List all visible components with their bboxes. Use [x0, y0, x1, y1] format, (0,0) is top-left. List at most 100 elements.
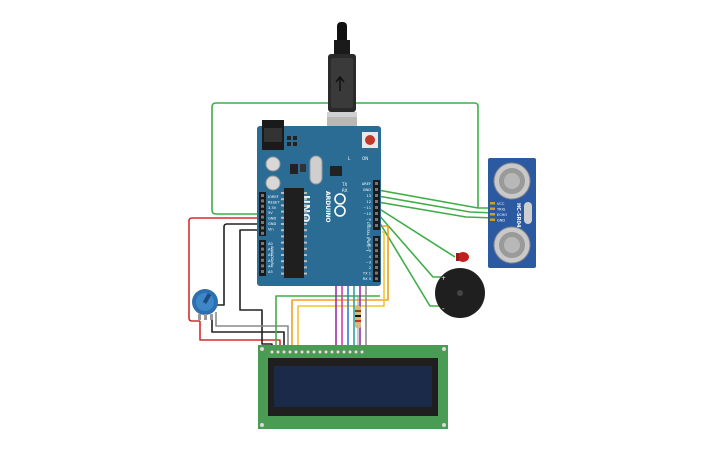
chip-pin — [281, 223, 284, 225]
header-hole — [261, 226, 264, 230]
header-hole — [261, 221, 264, 224]
lcd-pins — [270, 350, 364, 354]
header-hole — [261, 264, 264, 268]
chip-pin — [281, 235, 284, 238]
header-hole — [375, 249, 378, 253]
header-pin-holes — [261, 182, 378, 281]
lcd-pin — [360, 350, 364, 354]
pin-label: ~9 — [366, 218, 372, 222]
red-led[interactable] — [456, 252, 469, 262]
header-hole — [375, 206, 378, 209]
pin-label: GND — [268, 217, 276, 221]
lcd-pin — [348, 350, 352, 354]
lcd-16x2[interactable] — [258, 345, 448, 429]
wire-lcd-yellow — [297, 231, 385, 352]
lcd-pin — [270, 350, 274, 354]
chip-pin — [304, 210, 307, 213]
chip-pin — [304, 223, 307, 225]
header-right-top — [373, 180, 380, 230]
header-hole — [261, 258, 264, 262]
chip-pin — [304, 241, 307, 244]
analog-header-label: ANALOG IN — [270, 246, 274, 266]
lcd-pin — [306, 350, 310, 354]
piezo-buzzer[interactable]: + - — [435, 268, 485, 318]
wire-pot-wiper — [211, 318, 285, 352]
pin-label: ~11 — [363, 206, 371, 210]
lcd-pin — [282, 350, 286, 354]
wire-gnd-2 — [239, 229, 273, 352]
chip-pin — [304, 254, 307, 256]
chip-pin — [304, 247, 307, 250]
lcd-pin — [288, 350, 292, 354]
chip-pin — [304, 272, 307, 275]
pin-label: Vin — [268, 227, 274, 231]
chip-pin — [281, 254, 284, 256]
header-hole — [375, 260, 378, 264]
header-hole — [261, 247, 264, 251]
sensor-pin-label: VCC — [497, 202, 505, 206]
pin-label: ~6 — [366, 244, 372, 248]
sensor-pin — [490, 202, 495, 205]
pin-label: ~10 — [363, 212, 371, 216]
chip-pin — [304, 204, 307, 207]
pin-label: ~5 — [366, 249, 371, 253]
chip-pin — [281, 192, 284, 194]
header-hole — [375, 224, 378, 227]
lcd-pin — [312, 350, 316, 354]
sensor-crystal — [524, 202, 532, 224]
pin-label: A3 — [268, 259, 273, 263]
pin-label: A5 — [268, 270, 273, 274]
capacitor-1 — [265, 156, 281, 172]
header-hole — [375, 212, 378, 215]
chip-pin — [281, 266, 284, 269]
sensor-pin — [490, 213, 495, 216]
arduino-uno[interactable]: ARDUINO UNO TX RX L ON IOREFRESET3.3V5VG… — [257, 120, 381, 286]
label-l: L — [348, 156, 351, 161]
lcd-screen — [274, 366, 432, 407]
pin-label: GND — [268, 222, 276, 226]
wire-gnd-1 — [195, 223, 262, 306]
label-tx: TX — [341, 182, 347, 187]
header-left-analog — [259, 240, 266, 276]
lcd-pin — [354, 350, 358, 354]
pin-label: 8 — [369, 224, 372, 228]
chip-pin — [304, 235, 307, 238]
header-hole — [261, 231, 264, 235]
lcd-pin — [300, 350, 304, 354]
chip-pin — [304, 229, 307, 232]
wire-pot-5v — [188, 217, 262, 322]
potentiometer[interactable] — [192, 289, 218, 320]
header-hole — [261, 204, 264, 208]
lcd-pin — [342, 350, 346, 354]
pin-label: RESET — [268, 200, 280, 204]
header-hole — [375, 266, 378, 269]
lcd-pin — [324, 350, 328, 354]
digital-header-label: DIGITAL (PWM~) — [366, 222, 370, 252]
chip-pin — [281, 241, 284, 244]
lcd-pin — [276, 350, 280, 354]
pin-label: A0 — [268, 242, 273, 246]
usb-cable — [327, 22, 357, 142]
wire-led2 — [377, 213, 442, 278]
chip-pin — [304, 266, 307, 269]
chip-pin — [304, 192, 307, 194]
pin-label: 13 — [366, 194, 371, 198]
sensor-pin-label: TRIG — [496, 208, 506, 212]
pin-label: RX 0 — [363, 277, 372, 281]
sensor-pin-label: ECHO — [497, 213, 507, 217]
header-hole — [261, 199, 264, 203]
wire-lcd-orange — [291, 225, 389, 352]
crystal — [309, 155, 323, 185]
chip-pin — [304, 216, 307, 219]
header-left-power — [259, 192, 266, 236]
header-hole — [375, 200, 378, 203]
pin-label: ~3 — [366, 260, 371, 264]
pin-label: TX 1 — [362, 272, 371, 276]
resistor[interactable] — [355, 296, 361, 346]
